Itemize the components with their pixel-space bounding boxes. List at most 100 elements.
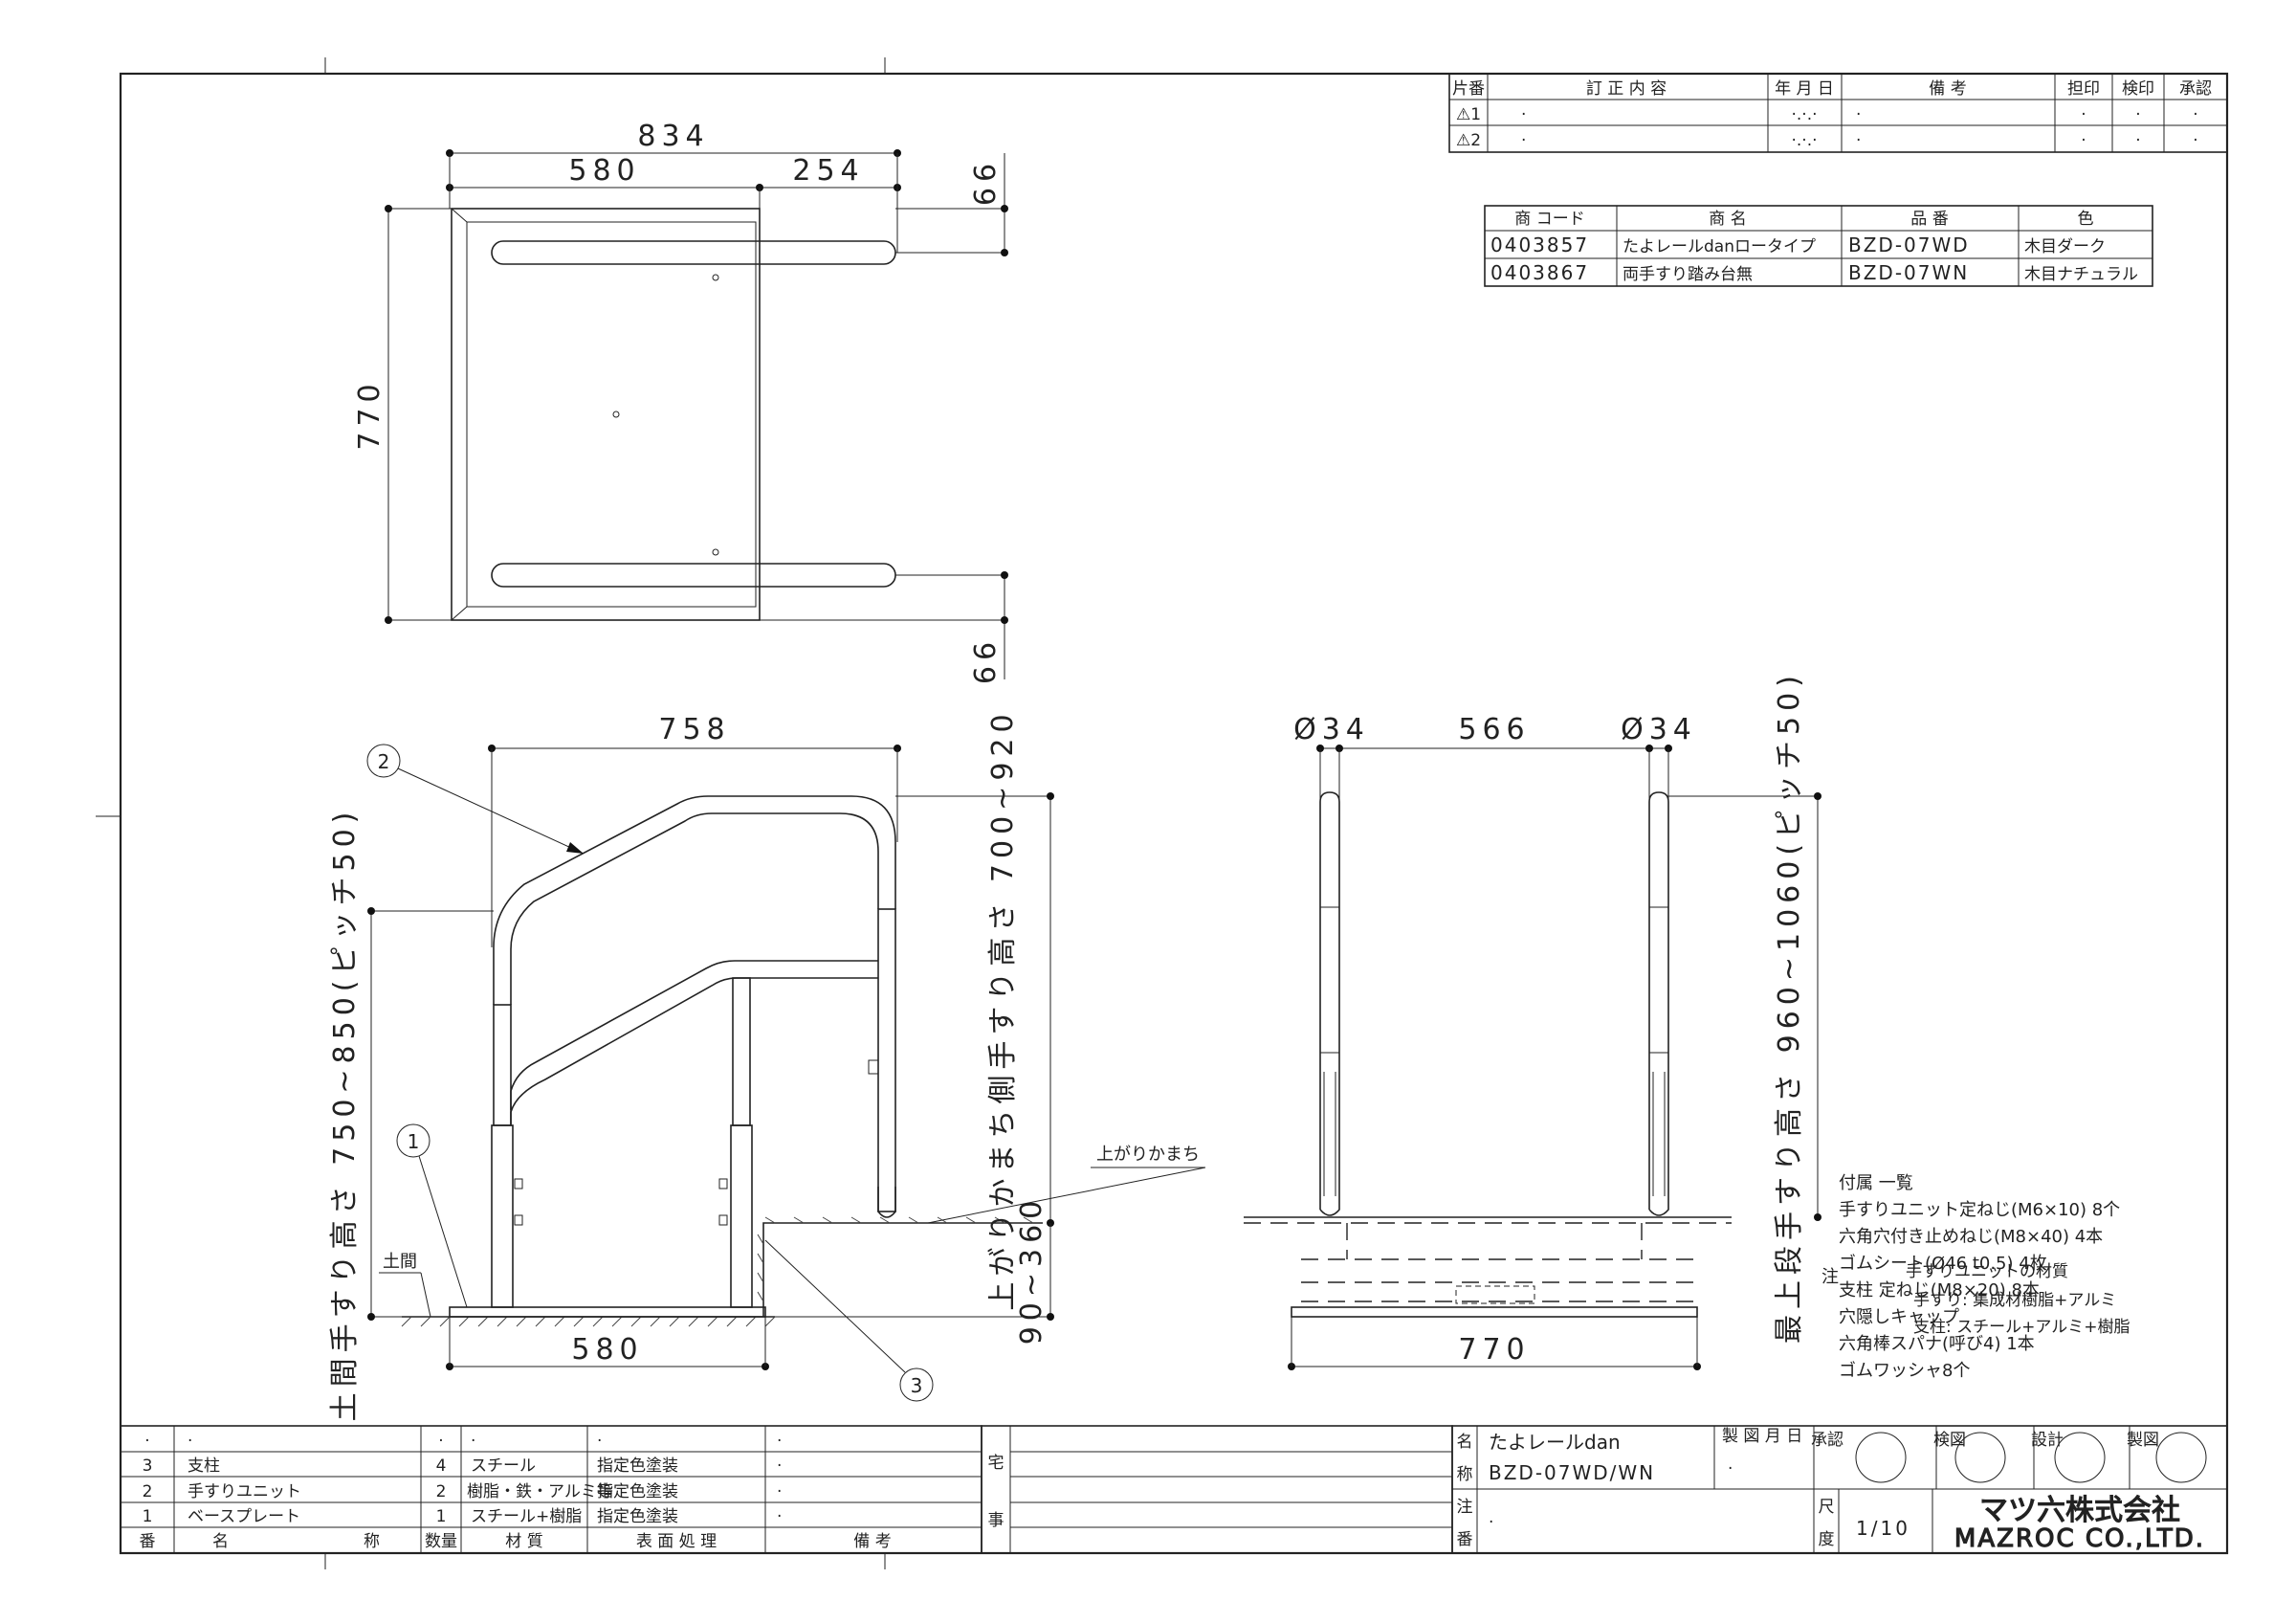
rev-row1-date: ·.·.· [1791, 105, 1817, 124]
dim-top-right: 254 [792, 154, 864, 188]
rev-row2-mark: ⚠2 [1456, 131, 1481, 150]
parts-row0-note: · [777, 1432, 782, 1451]
top-view: 834 580 254 770 66 66 [353, 120, 1008, 684]
stamp-circle-2 [1954, 1432, 2006, 1483]
tb-name-label: 名 [1457, 1433, 1473, 1452]
rev-row1-s1: · [2081, 105, 2086, 124]
parts-row1-name: 支柱 [188, 1456, 220, 1476]
stamp-label-1: 承認 [1811, 1431, 1843, 1450]
parts-row0-name: · [188, 1432, 192, 1451]
revision-table: 片番 訂 正 内 容 年 月 日 備 考 担印 検印 承認 ⚠1 · ·.·.·… [1448, 73, 2228, 153]
side-view: 758 580 土間手すり高さ 750~850(ピッチ50) 上がりかまち側手す… [328, 708, 1206, 1422]
rev-header-mark: 片番 [1452, 79, 1485, 99]
tb-scale-value: 1/10 [1856, 1517, 1910, 1540]
side-char-1: 宅 [988, 1454, 1004, 1473]
parts-row1-no: 3 [143, 1456, 153, 1476]
stamp-label-3: 設計 [2031, 1431, 2064, 1450]
top-base-plate [451, 208, 761, 621]
parts-row1-material: スチール [471, 1456, 536, 1476]
prod-row1-part: BZD-07WD [1848, 233, 1970, 256]
accessory-item-5: 穴隠しキャップ [1839, 1307, 1959, 1327]
rev-header-s1: 担印 [2067, 79, 2100, 99]
dim-front-mid: 566 [1458, 713, 1530, 746]
stamp-circle-3 [2054, 1432, 2106, 1483]
title-block: 名 称 たよレールdan BZD-07WD/WN 注 番 · 製 図 月 日 ·… [1451, 1425, 2228, 1554]
company-name-jp: マツ六株式会社 [1979, 1494, 2180, 1527]
tb-date-value: · [1728, 1459, 1733, 1478]
dim-front-height: 最上段手すり高さ 960~1060(ピッチ50) [1773, 670, 1806, 1344]
parts-table: · · · · · · 3 支柱 4 スチール 指定色塗装 · 2 手すりユニッ… [120, 1425, 982, 1554]
parts-row2-name: 手すりユニット [188, 1482, 301, 1501]
prod-row1-name: たよレールdanロータイプ [1623, 237, 1816, 256]
prod-row1-code: 0403857 [1490, 233, 1589, 256]
rev-header-note: 備 考 [1929, 79, 1966, 99]
tb-order-label-2: 番 [1457, 1530, 1473, 1549]
accessory-item-7: ゴムワッシャ8个 [1839, 1361, 1970, 1381]
note-line-2: 手すり: 集成材樹脂+アルミ [1913, 1291, 2116, 1310]
prod-row2-name: 両手すり踏み台無 [1623, 265, 1753, 284]
rev-row2-s1: · [2081, 131, 2086, 150]
dim-front-base: 770 [1458, 1333, 1530, 1367]
parts-row0-material: · [471, 1432, 475, 1451]
accessories-title: 付属 一覧 [1839, 1173, 1913, 1193]
stamp-label-2: 検図 [1933, 1431, 1966, 1450]
rev-row1-s2: · [2135, 105, 2140, 124]
note-line-1: 手すりユニットの材質 [1906, 1262, 2068, 1281]
parts-row2-no: 2 [143, 1482, 153, 1501]
parts-header-note: 備 考 [853, 1532, 891, 1551]
stamp-circle-4 [2155, 1432, 2207, 1483]
dim-front-dia-left: Ø34 [1293, 713, 1370, 746]
rev-header-date: 年 月 日 [1775, 79, 1834, 99]
prod-header-color: 色 [2078, 210, 2094, 229]
accessory-item-2: 六角穴付き止めねじ(M8×40) 4本 [1839, 1227, 2103, 1247]
parts-header-name: 名 [212, 1532, 229, 1551]
accessory-item-4: 支柱 定ねじ(M8×20) 8本 [1839, 1280, 2040, 1301]
dim-side-width: 758 [658, 713, 730, 746]
note-line-3: 支柱: スチール+アルミ+樹脂 [1913, 1318, 2130, 1337]
dim-side-step: 90~360 [1015, 1195, 1049, 1345]
parts-row1-note: · [777, 1456, 782, 1476]
stamp-label-4: 製図 [2127, 1431, 2159, 1450]
prod-row2-part: BZD-07WN [1848, 261, 1969, 284]
parts-row0-no: · [144, 1432, 149, 1451]
parts-header-material: 材 質 [505, 1532, 542, 1551]
accessory-item-3: ゴムシート(Ø46 t0.5) 4枚 [1839, 1254, 2047, 1274]
prod-header-name: 商 名 [1709, 210, 1746, 229]
tb-scale-label: 尺 [1819, 1498, 1835, 1517]
company-name-en: MAZROC CO.,LTD. [1954, 1524, 2205, 1553]
parts-row3-note: · [777, 1507, 782, 1526]
parts-header-no: 番 [140, 1532, 156, 1551]
tb-name-value: たよレールdan [1489, 1431, 1621, 1454]
top-rail-upper [491, 240, 896, 265]
callout-2: 2 [378, 750, 390, 773]
tb-order-label: 注 [1457, 1498, 1473, 1517]
dim-side-height-left: 土間手すり高さ 750~850(ピッチ50) [328, 807, 362, 1422]
parts-row2-material: 樹脂・鉄・アルミ等 [467, 1482, 613, 1501]
front-view: Ø34 566 Ø34 770 最上段手すり高さ 960~1060(ピッチ50) [1244, 670, 1821, 1370]
callout-3: 3 [911, 1374, 923, 1397]
parts-row2-qty: 2 [436, 1482, 447, 1501]
accessories-list: 付属 一覧 手すりユニット定ねじ(M6×10) 8个 六角穴付き止めねじ(M8×… [1821, 1173, 2130, 1381]
rev-row2-content: · [1521, 131, 1526, 150]
stamp-circle-1 [1855, 1432, 1907, 1483]
tb-name-label-2: 称 [1457, 1465, 1473, 1484]
rev-row2-note: · [1856, 131, 1861, 150]
prod-header-part: 品 番 [1910, 210, 1948, 229]
dim-top-offset-upper: 66 [969, 158, 1003, 206]
dim-front-dia-right: Ø34 [1621, 713, 1697, 746]
callout-1: 1 [408, 1130, 420, 1153]
side-char-2: 事 [988, 1511, 1004, 1530]
dim-top-depth: 770 [353, 378, 386, 450]
rev-row2-s3: · [2193, 131, 2197, 150]
tb-order-value: · [1489, 1513, 1493, 1532]
tb-part-value: BZD-07WD/WN [1489, 1461, 1655, 1484]
parts-row0-qty: · [438, 1432, 443, 1451]
prod-row2-code: 0403867 [1490, 261, 1589, 284]
parts-row3-material: スチール+樹脂 [471, 1507, 582, 1526]
parts-row3-no: 1 [143, 1507, 153, 1526]
rev-header-s3: 承認 [2179, 79, 2212, 99]
parts-row2-finish: 指定色塗装 [597, 1481, 678, 1501]
parts-row2-note: · [777, 1482, 782, 1501]
dim-top-left: 580 [568, 154, 640, 188]
